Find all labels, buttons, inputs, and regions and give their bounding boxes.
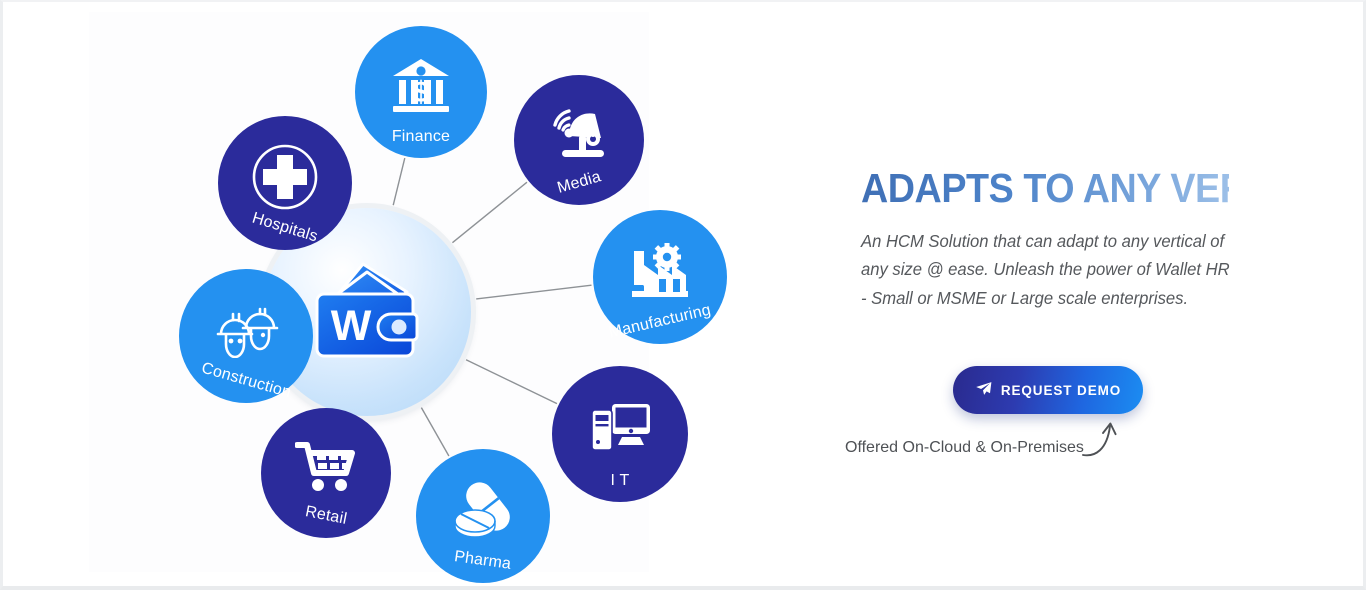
svg-text:$: $ (413, 76, 430, 109)
marketing-copy-block: ADAPTS TO ANY VERTICAL An HCM Solution t… (861, 165, 1356, 312)
vertical-node-retail[interactable]: Retail (261, 408, 391, 538)
paper-plane-icon (975, 381, 992, 399)
wallet-icon: W (305, 258, 429, 367)
request-demo-button[interactable]: REQUEST DEMO (953, 366, 1143, 414)
spoke-line (476, 284, 592, 300)
vertical-node-hospitals[interactable]: Hospitals (218, 116, 352, 250)
svg-text:W: W (331, 302, 372, 350)
cta-container: REQUEST DEMO (953, 366, 1143, 414)
page-title: ADAPTS TO ANY VERTICAL (861, 165, 1356, 211)
vertical-node-label: Hospitals (250, 209, 320, 246)
vertical-node-label: Manufacturing (607, 301, 713, 342)
factory-gear-icon (629, 243, 691, 299)
hard-hat-workers-icon (213, 302, 279, 359)
shopping-cart-icon (294, 440, 357, 494)
vertical-node-finance[interactable]: $ Finance (355, 26, 487, 158)
medical-cross-icon (250, 142, 320, 212)
verticals-hub-diagram: W $ Finance Media (89, 12, 727, 583)
vertical-node-pharma[interactable]: Pharma (416, 449, 550, 583)
bank-dollar-icon: $ (390, 57, 452, 115)
vertical-node-label: I T (610, 472, 630, 489)
vertical-node-manufacturing[interactable]: Manufacturing (593, 210, 727, 344)
spoke-line (420, 407, 450, 457)
satellite-dish-icon (549, 106, 609, 162)
vertical-node-label: Pharma (453, 548, 513, 573)
curved-arrow-icon (1081, 416, 1121, 465)
vertical-node-label: Finance (391, 128, 451, 145)
vertical-node-media[interactable]: Media (514, 75, 644, 205)
desktop-computer-icon (588, 401, 652, 455)
request-demo-label: REQUEST DEMO (1000, 382, 1122, 398)
offered-note: Offered On-Cloud & On-Premises (845, 439, 1084, 456)
vertical-node-construction[interactable]: Construction (179, 269, 313, 403)
pills-capsule-icon (453, 481, 513, 539)
vertical-node-it[interactable]: I T (552, 366, 688, 502)
vertical-node-label: Media (555, 168, 603, 197)
spoke-line (392, 157, 406, 206)
spoke-line (465, 359, 558, 405)
description-text: An HCM Solution that can adapt to any ve… (861, 231, 1230, 308)
vertical-node-label: Retail (303, 503, 349, 528)
spoke-line (451, 181, 528, 244)
